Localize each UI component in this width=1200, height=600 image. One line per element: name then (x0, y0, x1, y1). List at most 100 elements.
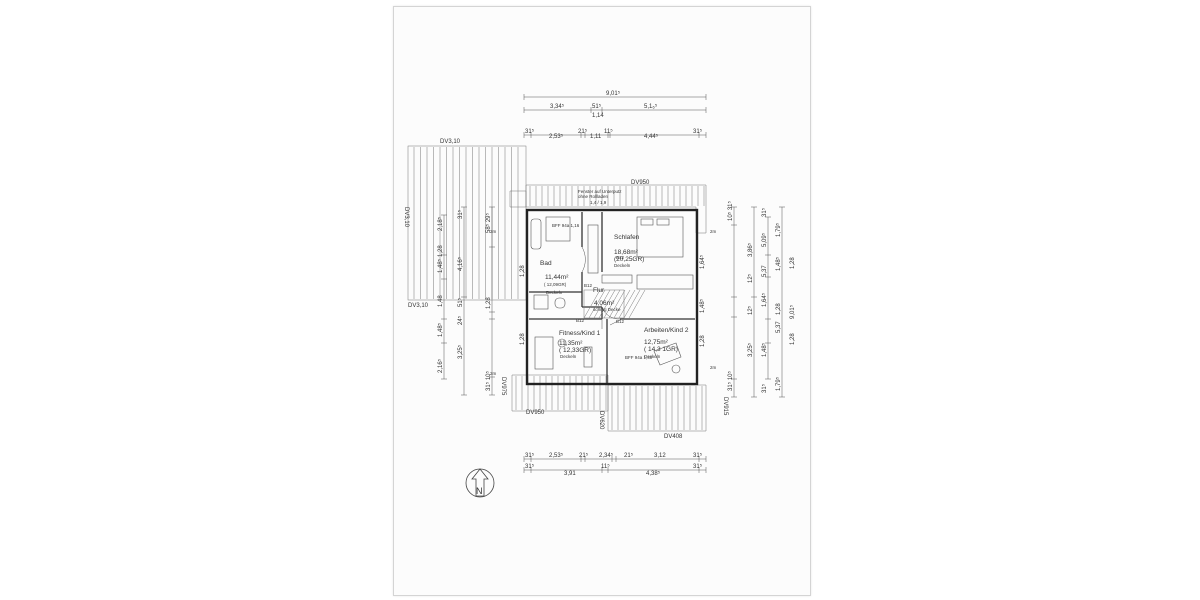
stair-hatch-line (623, 289, 641, 319)
dim-right-c4-0: 9,01⁵ (789, 304, 796, 319)
right-dimensions (731, 206, 785, 398)
dim-top-sub: 1,14 (592, 113, 604, 119)
door-label-4: B12 (584, 283, 593, 288)
roof-label-dv950-top: DV950 (631, 180, 650, 186)
dim-top-a: 3,34⁵ (550, 103, 565, 110)
dim-top-r3-1: 2,53⁵ (549, 133, 564, 140)
dim-left-misc-1: 1,28 (520, 333, 526, 345)
bedroom-furniture (601, 216, 694, 290)
dim-right-c1-1: 3,86⁵ (747, 242, 754, 257)
dim-right-misc-3: 1,28 (776, 303, 782, 315)
room-area-schlafen: 18,68m² (614, 249, 639, 256)
interior-walls (529, 212, 695, 383)
roof-bottom-right (607, 384, 707, 432)
dim-right-c2-2: 1,64⁵ (761, 292, 768, 307)
dim-bot-r1-2: 21⁵ (579, 452, 589, 459)
dim-left-outer-2: 4,16⁵ (457, 256, 464, 271)
fitness-furniture (534, 336, 593, 370)
dim-bot-r1-4: 21⁵ (624, 452, 634, 459)
left-dimensions (441, 206, 495, 396)
dim-left-inner-1: 58⁵ 29⁵ (485, 212, 492, 233)
bottom-dimensions (523, 456, 707, 473)
dim-right-c1-4: 3,25⁵ (747, 342, 754, 357)
stair-hatch-line (583, 289, 601, 319)
dim-bot-r1-5: 3,12 (654, 453, 666, 459)
height-note-a: 2m (710, 229, 717, 234)
dim-top-b: 51⁵ (592, 103, 602, 110)
dim-right-misc-5: 5,37 (762, 265, 768, 277)
room-area-sub-schlafen: (20,25GR) (614, 256, 644, 263)
window-arbeiten: BFF 94a 1,40 (625, 355, 653, 360)
dim-left-misc-3: 1,48 (438, 295, 444, 307)
dim-right-c3-4: 1,79⁵ (775, 376, 782, 391)
dim-right-misc-4: 5,37 (776, 321, 782, 333)
dim-right-c3-3: 1,28 (790, 333, 796, 345)
roof-label-dv975: DV975 (500, 377, 506, 396)
dim-top-r3-0: 31⁵ (525, 128, 535, 135)
door-label-3: B12 (616, 319, 625, 324)
dim-left-misc-0: 1,28 (520, 265, 526, 277)
window-note-2: ohne Rollladen (578, 194, 609, 199)
room-name-bad: Bad (540, 260, 552, 267)
roof-label-dv310-bottom: DV3,10 (408, 303, 429, 309)
room-area-fitness: 11,35m² (559, 340, 583, 347)
room-area-sub-fitness: ( 12,33GR) (559, 347, 591, 354)
room-area-arbeiten: 12,75m² (644, 339, 669, 346)
dim-bot-r2-2: 11⁵ (601, 463, 610, 470)
window-note-1: Fenster auf Unterputz (578, 189, 622, 194)
room-ceiling-schlafen: Deckeln (614, 263, 631, 268)
top-dimensions (523, 94, 707, 138)
dim-top-r3-4: 11⁵ (604, 128, 613, 135)
dim-bot-r1-6: 31⁵ (693, 452, 703, 459)
exterior-walls (525, 208, 699, 386)
dim-right-misc-0: 1,64⁵ (699, 254, 706, 269)
roof-label-dv620: DV620 (598, 411, 604, 430)
dim-right-c3-2: 1,28 (790, 257, 796, 269)
height-note-d: 2m (710, 365, 717, 370)
north-arrow-label: N (476, 486, 483, 496)
room-area-sub-flur: schräg Decke (593, 307, 621, 312)
dim-right-misc-1: 1,28 (700, 335, 706, 347)
roof-label-dv408: DV408 (664, 434, 683, 440)
stair-hatch-line (608, 289, 626, 319)
roof-label-dv915: DV915 (722, 397, 728, 416)
room-area-bad: 11,44m² (545, 274, 569, 281)
room-ceiling-arbeiten: Deckeln (644, 354, 661, 359)
stair-hatch-line (628, 289, 646, 319)
north-arrow-icon (465, 468, 495, 498)
door-label-1: B12 (616, 255, 625, 260)
room-area-sub-arbeiten: ( 14,3 1GR) (644, 346, 678, 353)
room-name-arbeiten: Arbeiten/Kind 2 (644, 327, 689, 334)
room-name-flur: Flur (593, 287, 605, 294)
floor-plan-drawing: 9,01⁵ 3,34⁵ 51⁵ 5,1₆⁵ 1,14 31⁵ 2,53⁵ 21⁵… (403, 90, 796, 498)
dim-bot-r1-0: 31⁵ (525, 452, 535, 459)
plan-sheet: 9,01⁵ 3,34⁵ 51⁵ 5,1₆⁵ 1,14 31⁵ 2,53⁵ 21⁵… (393, 6, 811, 596)
dim-top-r3-5: 4,44⁵ (644, 133, 659, 140)
dim-bot-r2-3: 4,38⁵ (646, 470, 661, 477)
dim-right-misc-2: 1,48⁵ (699, 298, 706, 313)
room-name-schlafen: Schlafen (614, 234, 640, 241)
dim-right-c1-5: 31⁵ 10⁵ (727, 370, 734, 391)
dim-bot-r2-4: 31⁵ (693, 463, 703, 470)
dim-right-c1-3: 12⁵ (747, 305, 754, 315)
dim-right-c2-0: 31⁵ (761, 207, 768, 217)
stair-hatch-line (603, 289, 621, 319)
window-bad: BFF 94a 1,16 (552, 223, 580, 228)
dim-right-c3-0: 1,79⁵ (775, 222, 782, 237)
dim-bot-r1-1: 2,53⁵ (549, 452, 564, 459)
room-ceiling-fitness: Deckeln (560, 354, 577, 359)
height-note-b: 2m (490, 229, 497, 234)
dim-left-inner-2: 51⁵ (457, 297, 464, 307)
dim-right-c2-1: 5,09⁵ (761, 232, 768, 247)
dim-left-inner-5: 31⁵ 10⁵ (485, 370, 492, 391)
work-furniture (653, 342, 682, 374)
dim-right-c2-3: 1,48⁵ (761, 342, 768, 357)
dim-left-inner-0: 31⁵ (457, 209, 464, 219)
door-label-2: B12 (576, 318, 585, 323)
stair-hatch-line (613, 289, 631, 319)
window-note-3: 1,4 / 1,9 (590, 200, 607, 205)
dim-left-inner-4: 3,25⁵ (457, 344, 464, 359)
dim-top-r3-2: 21⁵ (578, 128, 588, 135)
roof-label-dv950-bottom: DV950 (526, 410, 545, 416)
room-name-fitness: Fitness/Kind 1 (559, 330, 601, 337)
